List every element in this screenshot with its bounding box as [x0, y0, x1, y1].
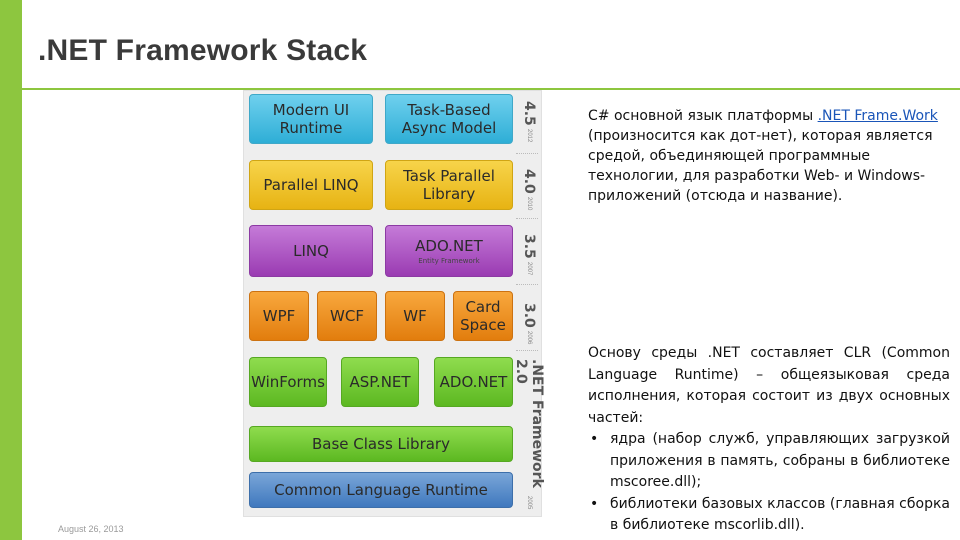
description-paragraph-1: C# основной язык платформы .NET Frame.Wo… [588, 106, 953, 206]
row-separator [516, 153, 538, 154]
box-modern-ui-runtime: Modern UI Runtime [249, 94, 373, 144]
box-task-parallel-library: Task Parallel Library [385, 160, 513, 210]
box-ado-net: ADO.NET [434, 357, 513, 407]
box-common-language-runtime: Common Language Runtime [249, 472, 513, 508]
box-wcf: WCF [317, 291, 377, 341]
box-ado-entity-framework: ADO.NET Entity Framework [385, 225, 513, 277]
list-item-text: библиотеки базовых классов (главная сбор… [610, 495, 950, 534]
version-label-3-0: 3.0 2006 [521, 303, 537, 345]
list-item: • ядра (набор служб, управляющих загрузк… [588, 429, 950, 494]
row-separator [516, 218, 538, 219]
box-asp-net: ASP.NET [341, 357, 419, 407]
box-base-class-library: Base Class Library [249, 426, 513, 462]
ado-ef-sublabel: Entity Framework [418, 256, 480, 265]
box-wpf: WPF [249, 291, 309, 341]
version-label-4-0: 4.0 2010 [521, 169, 537, 211]
box-parallel-linq: Parallel LINQ [249, 160, 373, 210]
box-linq: LINQ [249, 225, 373, 277]
box-card-space: Card Space [453, 291, 513, 341]
slide-date: August 26, 2013 [58, 524, 124, 534]
framework-stack-diagram: Modern UI Runtime Task-Based Async Model… [243, 90, 545, 517]
box-winforms: WinForms [249, 357, 327, 407]
clr-intro-text: Основу среды .NET составляет CLR (Common… [588, 345, 950, 426]
row-separator [516, 350, 538, 351]
list-item-text: ядра (набор служб, управляющих загрузкой… [610, 431, 950, 490]
slide-title: .NET Framework Stack [38, 34, 368, 67]
bullet-icon: • [590, 431, 599, 447]
version-label-4-5: 4.5 2012 [521, 101, 537, 143]
para1-text-end: (произносится как дот-нет), которая явля… [588, 128, 933, 204]
ado-ef-label: ADO.NET [415, 236, 483, 255]
accent-bar [0, 0, 22, 540]
version-label-2-0: .NET Framework 2.0 2005 [513, 359, 545, 509]
description-paragraph-2: Основу среды .NET составляет CLR (Common… [588, 343, 950, 537]
version-label-3-5: 3.5 2007 [521, 234, 537, 276]
box-wf: WF [385, 291, 445, 341]
title-divider [22, 88, 960, 90]
list-item: • библиотеки базовых классов (главная сб… [588, 494, 950, 537]
dotnet-framework-link[interactable]: .NET Frame.Work [817, 108, 938, 124]
box-task-based-async: Task-Based Async Model [385, 94, 513, 144]
bullet-icon: • [590, 495, 599, 512]
row-separator [516, 284, 538, 285]
para1-text-start: C# основной язык платформы [588, 108, 818, 124]
